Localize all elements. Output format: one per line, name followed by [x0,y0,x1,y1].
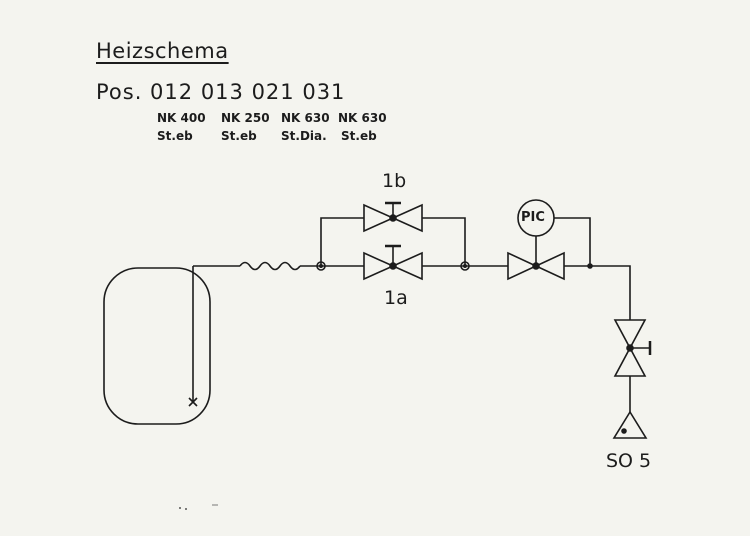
pipe-bypass [320,217,364,266]
junction-left [316,261,326,271]
type-label-1: NK 400 [157,111,206,125]
pipe-bypass [422,217,466,266]
pipe-outlet [564,265,631,320]
page-title: Heizschema [96,39,229,63]
outlet-label: SO 5 [606,450,652,472]
control-valve [507,236,565,281]
valve-1a-label: 1a [384,287,408,309]
variant-label-1: St.eb [157,129,193,143]
variant-label-4: St.eb [341,129,377,143]
valve-1a [363,244,423,281]
type-label-4: NK 630 [338,111,387,125]
pic-signal-line [554,217,591,266]
type-label-3: NK 630 [281,111,330,125]
valve-vertical [613,319,652,377]
position-line: Pos. 012 013 021 031 [96,80,346,104]
flexible-hose [239,261,301,271]
outlet-so5-symbol [612,410,648,439]
pic-label: PIC [521,210,545,225]
vessel [103,267,211,425]
dip-pipe-end-mark [188,397,198,407]
valve-1b [363,201,423,233]
type-label-2: NK 250 [221,111,270,125]
valve-1b-label: 1b [382,170,407,192]
variant-label-3: St.Dia. [281,129,327,143]
variant-label-2: St.eb [221,129,257,143]
